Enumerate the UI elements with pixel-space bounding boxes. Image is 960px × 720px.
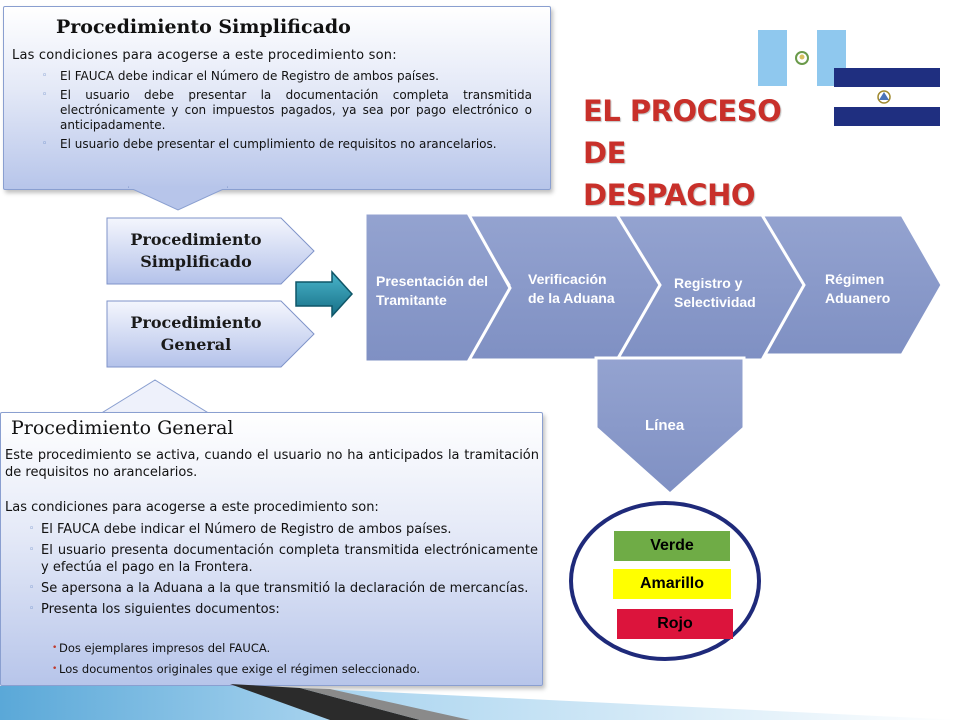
list-item: ◦Se apersona a la Aduana a la que transm… xyxy=(29,581,529,596)
button-label-line: Procedimiento xyxy=(130,312,262,332)
general-callout-intro: Las condiciones para acogerse a este pro… xyxy=(5,500,379,515)
list-item: •Dos ejemplares impresos del FAUCA. xyxy=(52,641,271,655)
light-label: Rojo xyxy=(657,615,693,632)
title-line: DE DESPACHO xyxy=(583,136,756,212)
teal-arrow-icon xyxy=(295,270,354,318)
title-line: EL PROCESO xyxy=(583,94,782,128)
guatemala-flag-icon xyxy=(758,30,846,86)
simplificado-callout-intro: Las condiciones para acogerse a este pro… xyxy=(12,48,397,63)
light-rojo: Rojo xyxy=(617,609,733,639)
simplificado-conditions-list: ◦El FAUCA debe indicar el Número de Regi… xyxy=(42,69,532,156)
list-item: •Los documentos originales que exige el … xyxy=(52,662,421,676)
light-amarillo: Amarillo xyxy=(613,569,731,599)
general-callout-description: Este procedimiento se activa, cuando el … xyxy=(5,448,539,480)
button-label-line: Simplificado xyxy=(140,251,252,271)
process-step-1-shape xyxy=(363,211,512,364)
decorative-swoosh xyxy=(0,684,960,720)
general-conditions-list: ◦El FAUCA debe indicar el Número de Regi… xyxy=(29,521,538,622)
list-item: ◦El FAUCA debe indicar el Número de Regi… xyxy=(42,69,439,83)
el-salvador-flag-icon xyxy=(834,68,940,126)
list-item: ◦El usuario debe presentar la documentac… xyxy=(42,88,532,132)
simplificado-callout: Procedimiento Simplificado Las condicion… xyxy=(3,6,551,190)
general-callout-pointer xyxy=(100,379,210,415)
simplificado-callout-pointer xyxy=(128,186,228,211)
button-label-line: Procedimiento xyxy=(130,229,262,249)
light-label: Verde xyxy=(650,537,694,554)
process-flow xyxy=(363,211,944,364)
linea-label: Línea xyxy=(645,417,685,434)
general-callout-title: Procedimiento General xyxy=(11,417,234,439)
list-item: ◦El FAUCA debe indicar el Número de Regi… xyxy=(29,522,452,537)
general-documents-list: •Dos ejemplares impresos del FAUCA. •Los… xyxy=(52,641,529,683)
list-item: ◦Presenta los siguientes documentos: xyxy=(29,602,280,617)
list-item: ◦El usuario debe presentar el cumplimien… xyxy=(42,137,497,151)
list-item: ◦El usuario presenta documentación compl… xyxy=(29,543,538,575)
general-callout: Procedimiento General Este procedimiento… xyxy=(0,412,543,686)
simplificado-callout-title: Procedimiento Simplificado xyxy=(56,16,351,38)
linea-arrow xyxy=(594,356,746,497)
light-verde: Verde xyxy=(614,531,730,561)
light-label: Amarillo xyxy=(639,575,704,592)
page-title: EL PROCESO DE DESPACHO xyxy=(583,90,803,216)
button-label-line: General xyxy=(160,334,232,354)
